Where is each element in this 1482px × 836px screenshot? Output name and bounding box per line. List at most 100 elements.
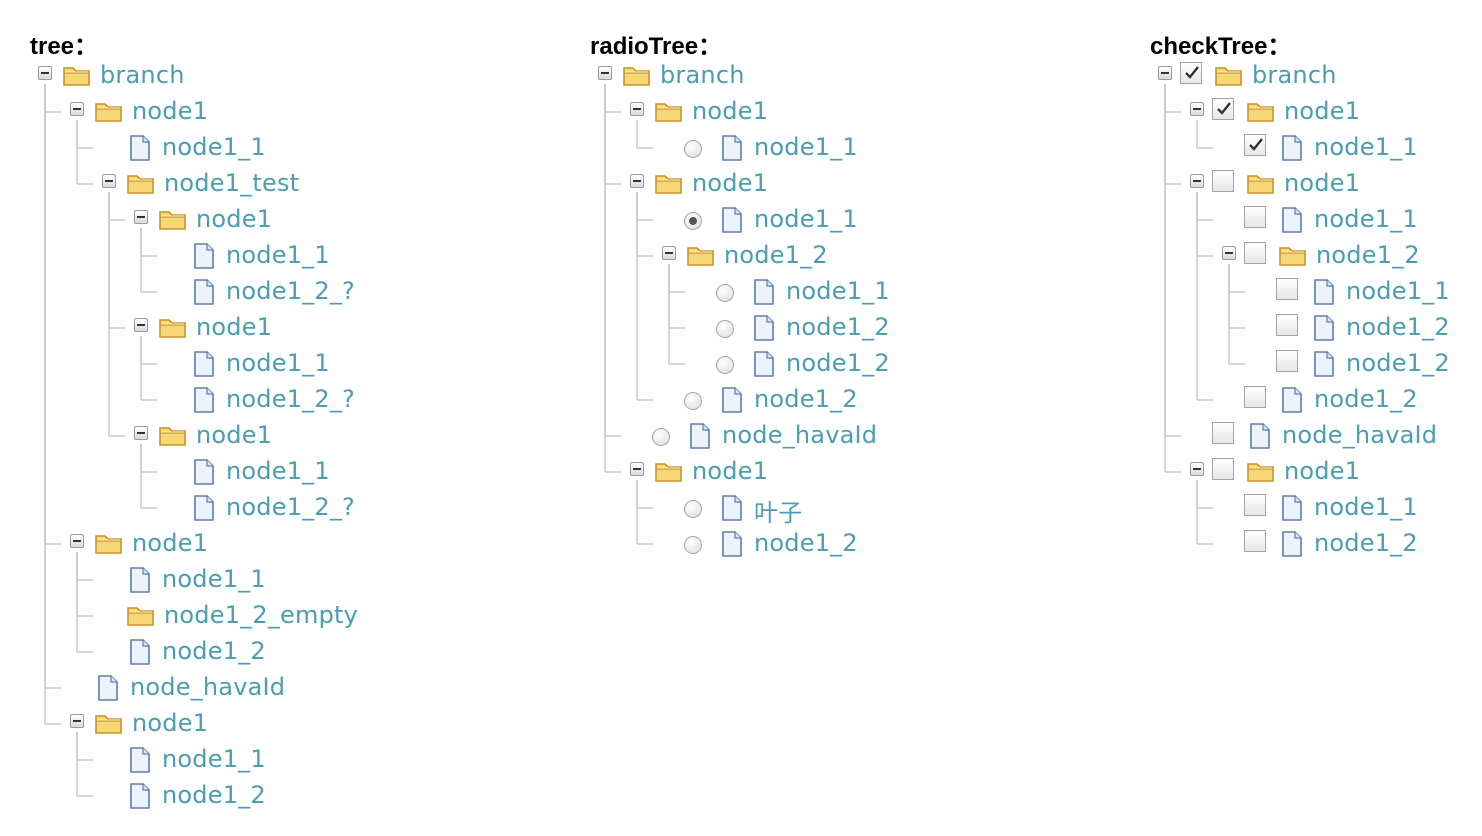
tree-node-label[interactable]: node1_1 xyxy=(1314,205,1418,233)
tree-node-label[interactable]: node1 xyxy=(692,169,769,197)
tree-node-label[interactable]: branch xyxy=(100,61,185,89)
tree-node-label[interactable]: node1_1 xyxy=(1314,493,1418,521)
tree-node[interactable]: node1_1 xyxy=(94,562,590,598)
tree-node-label[interactable]: node1_1 xyxy=(162,133,266,161)
tree-node[interactable]: node1_1 xyxy=(654,130,1150,166)
radio-button[interactable] xyxy=(716,284,734,302)
tree-node-label[interactable]: node1_2 xyxy=(162,637,266,665)
tree-node[interactable]: node1_2 xyxy=(1246,346,1482,382)
collapse-icon[interactable] xyxy=(70,102,84,116)
tree-node[interactable]: node1_2 xyxy=(1214,238,1482,274)
tree-node[interactable]: node1 xyxy=(1182,454,1482,490)
collapse-icon[interactable] xyxy=(134,426,148,440)
collapse-icon[interactable] xyxy=(630,174,644,188)
radio-button[interactable] xyxy=(716,356,734,374)
tree-node-label[interactable]: node1_1 xyxy=(226,349,330,377)
checkbox[interactable] xyxy=(1244,134,1266,156)
tree-node-label[interactable]: node1 xyxy=(692,457,769,485)
tree-node[interactable]: node1_1 xyxy=(1214,490,1482,526)
collapse-icon[interactable] xyxy=(70,534,84,548)
tree-node-label[interactable]: node1 xyxy=(196,205,273,233)
tree-node[interactable]: node1_2 xyxy=(686,346,1150,382)
radio-button[interactable] xyxy=(684,500,702,518)
checkbox[interactable] xyxy=(1244,206,1266,228)
tree-node[interactable]: node1 xyxy=(126,310,590,346)
tree-node-label[interactable]: node1_2 xyxy=(754,385,858,413)
tree-node-label[interactable]: node1_1 xyxy=(786,277,890,305)
tree-node[interactable]: node1_1 xyxy=(94,742,590,778)
tree-node-label[interactable]: node1_2 xyxy=(1314,385,1418,413)
tree-node-label[interactable]: branch xyxy=(660,61,745,89)
tree-node[interactable]: branch xyxy=(1150,58,1482,94)
tree-node[interactable]: node1 xyxy=(126,418,590,454)
collapse-icon[interactable] xyxy=(1190,102,1204,116)
collapse-icon[interactable] xyxy=(1158,66,1172,80)
checkbox[interactable] xyxy=(1244,242,1266,264)
tree-node[interactable]: node1_2 xyxy=(654,382,1150,418)
tree-node[interactable]: node1 xyxy=(622,454,1150,490)
tree-node[interactable]: node1_2 xyxy=(1214,526,1482,562)
tree-node[interactable]: node1_1 xyxy=(94,130,590,166)
tree-node-label[interactable]: branch xyxy=(1252,61,1337,89)
collapse-icon[interactable] xyxy=(630,462,644,476)
tree-node[interactable]: node1 xyxy=(622,166,1150,202)
tree-node-label[interactable]: node1_1 xyxy=(1314,133,1418,161)
tree-node-label[interactable]: node1_1 xyxy=(162,565,266,593)
tree-node-label[interactable]: node_havaId xyxy=(130,673,286,701)
tree-node[interactable]: node1_1 xyxy=(158,454,590,490)
tree-node-label[interactable]: node1_2_? xyxy=(226,493,355,521)
tree-node-label[interactable]: node1_1 xyxy=(1346,277,1450,305)
tree-node[interactable]: branch xyxy=(30,58,590,94)
tree-node-label[interactable]: node1_2 xyxy=(786,349,890,377)
tree-node-label[interactable]: node1 xyxy=(1284,97,1361,125)
tree-node[interactable]: node1 xyxy=(62,526,590,562)
checkbox[interactable] xyxy=(1180,62,1202,84)
tree-node[interactable]: node_havaId xyxy=(622,418,1150,454)
collapse-icon[interactable] xyxy=(1190,462,1204,476)
radio-button[interactable] xyxy=(684,140,702,158)
tree-node-label[interactable]: node1_1 xyxy=(162,745,266,773)
collapse-icon[interactable] xyxy=(1222,246,1236,260)
tree-node[interactable]: node1 xyxy=(62,94,590,130)
collapse-icon[interactable] xyxy=(630,102,644,116)
checkbox[interactable] xyxy=(1244,530,1266,552)
tree-node-label[interactable]: node1 xyxy=(196,313,273,341)
tree-node-label[interactable]: node1 xyxy=(196,421,273,449)
tree-node-label[interactable]: node1 xyxy=(692,97,769,125)
checkbox[interactable] xyxy=(1276,350,1298,372)
tree-node-label[interactable]: node1_2 xyxy=(786,313,890,341)
tree-node[interactable]: node1_1 xyxy=(1214,202,1482,238)
tree-node-label[interactable]: node1_2_? xyxy=(226,277,355,305)
collapse-icon[interactable] xyxy=(134,210,148,224)
tree-node[interactable]: node1_2_? xyxy=(158,490,590,526)
tree-node-label[interactable]: 叶子 xyxy=(754,499,803,527)
tree-node-label[interactable]: node1 xyxy=(1284,169,1361,197)
tree-node[interactable]: node1_2_empty xyxy=(94,598,590,634)
tree-node[interactable]: node1 xyxy=(126,202,590,238)
checkbox[interactable] xyxy=(1212,98,1234,120)
tree-node[interactable]: node_havaId xyxy=(1182,418,1482,454)
tree-node-label[interactable]: node1_2 xyxy=(1346,313,1450,341)
tree-node-label[interactable]: node1_2 xyxy=(1314,529,1418,557)
tree-node[interactable]: node1 xyxy=(62,706,590,742)
tree-node-label[interactable]: node1_2 xyxy=(1316,241,1420,269)
tree-node-label[interactable]: node1_1 xyxy=(226,457,330,485)
tree-node-label[interactable]: node1 xyxy=(1284,457,1361,485)
checkbox[interactable] xyxy=(1212,422,1234,444)
tree-node-label[interactable]: node1 xyxy=(132,97,209,125)
collapse-icon[interactable] xyxy=(598,66,612,80)
tree-node[interactable]: node1_2 xyxy=(1214,382,1482,418)
tree-node-label[interactable]: node1_2 xyxy=(1346,349,1450,377)
checkbox[interactable] xyxy=(1276,314,1298,336)
tree-node[interactable]: branch xyxy=(590,58,1150,94)
tree-node[interactable]: node1_1 xyxy=(1246,274,1482,310)
radio-button[interactable] xyxy=(684,212,702,230)
tree-node-label[interactable]: node_havaId xyxy=(722,421,878,449)
radio-button[interactable] xyxy=(716,320,734,338)
tree-node-label[interactable]: node1 xyxy=(132,709,209,737)
radio-button[interactable] xyxy=(652,428,670,446)
tree-node[interactable]: node1_2 xyxy=(94,778,590,814)
tree-node-label[interactable]: node1_1 xyxy=(754,205,858,233)
tree-node[interactable]: node1 xyxy=(622,94,1150,130)
tree-node-label[interactable]: node1_2 xyxy=(724,241,828,269)
